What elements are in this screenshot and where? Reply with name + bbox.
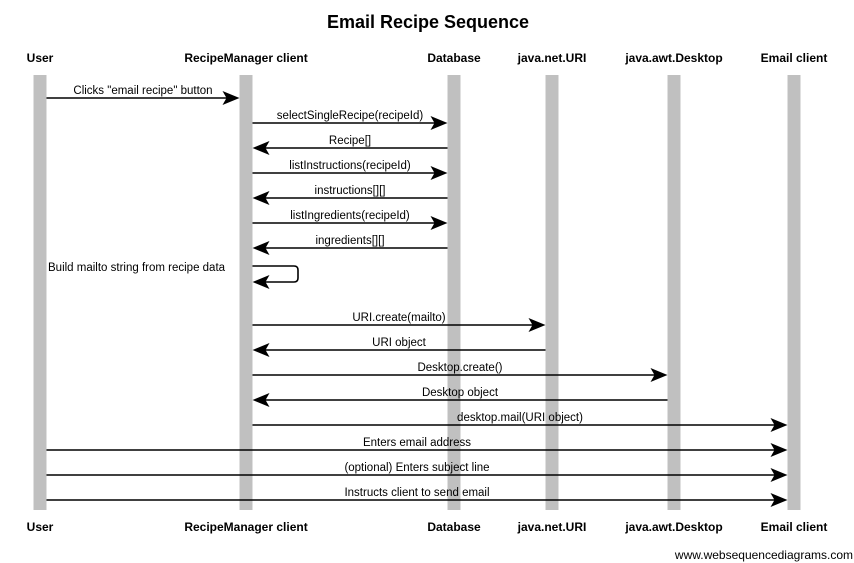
actor-label-bottom-database: Database [427, 520, 481, 534]
lifeline-desktop [667, 75, 681, 510]
message-arrowhead [770, 468, 788, 482]
actor-labels-bottom: User RecipeManager client Database java.net… [27, 520, 828, 534]
message-arrowhead [770, 493, 788, 507]
message-arrowhead [252, 241, 270, 255]
message-arrowhead [430, 216, 448, 230]
message-arrowhead [252, 393, 270, 407]
message-label: (optional) Enters subject line [344, 462, 489, 474]
message-label: Desktop object [422, 387, 499, 399]
actor-label-top-user: User [27, 51, 54, 65]
message-label: ingredients[][] [315, 235, 384, 247]
message-label: Instructs client to send email [344, 487, 489, 499]
lifeline-email [787, 75, 801, 510]
message-arrowhead [430, 116, 448, 130]
message-label: desktop.mail(URI object) [457, 412, 583, 424]
message-arrowhead [430, 166, 448, 180]
message-label: Clicks "email recipe" button [73, 85, 212, 97]
lifelines [33, 75, 801, 510]
watermark: www.websequencediagrams.com [674, 548, 853, 562]
actor-labels-top: User RecipeManager client Database java.net… [27, 51, 828, 65]
message-label: Build mailto string from recipe data [48, 262, 226, 274]
actor-label-top-database: Database [427, 51, 481, 65]
message-label: listInstructions(recipeId) [289, 160, 411, 172]
actor-label-bottom-email: Email client [761, 520, 828, 534]
message-self-loop [252, 265, 299, 283]
message-label: URI.create(mailto) [352, 312, 445, 324]
message-label: Desktop.create() [417, 362, 502, 374]
lifeline-user [33, 75, 47, 510]
actor-label-bottom-uri: java.net.URI [517, 520, 587, 534]
actor-label-bottom-manager: RecipeManager client [184, 520, 307, 534]
diagram-title: Email Recipe Sequence [327, 12, 529, 32]
message-label: listIngredients(recipeId) [290, 210, 410, 222]
message-arrowhead [222, 91, 240, 105]
actor-label-top-email: Email client [761, 51, 828, 65]
actor-label-bottom-desktop: java.awt.Desktop [624, 520, 722, 534]
actor-label-top-uri: java.net.URI [517, 51, 587, 65]
message-label: URI object [372, 337, 426, 349]
message-arrowhead [252, 141, 270, 155]
message-label: Recipe[] [329, 135, 371, 147]
message-arrowhead [650, 368, 668, 382]
message-arrowhead [770, 443, 788, 457]
actor-label-bottom-user: User [27, 520, 54, 534]
message-label: selectSingleRecipe(recipeId) [277, 110, 424, 122]
lifeline-uri [545, 75, 559, 510]
message-arrowhead [252, 343, 270, 357]
message-arrowhead [770, 418, 788, 432]
message-label: Enters email address [363, 437, 471, 449]
message-label: instructions[][] [315, 185, 386, 197]
lifeline-manager [239, 75, 253, 510]
actor-label-top-desktop: java.awt.Desktop [624, 51, 722, 65]
message-arrowhead [252, 275, 270, 289]
messages: Clicks "email recipe" button selectSingle… [46, 85, 788, 507]
actor-label-top-manager: RecipeManager client [184, 51, 307, 65]
lifeline-database [447, 75, 461, 510]
message-arrowhead [528, 318, 546, 332]
message-arrowhead [252, 191, 270, 205]
